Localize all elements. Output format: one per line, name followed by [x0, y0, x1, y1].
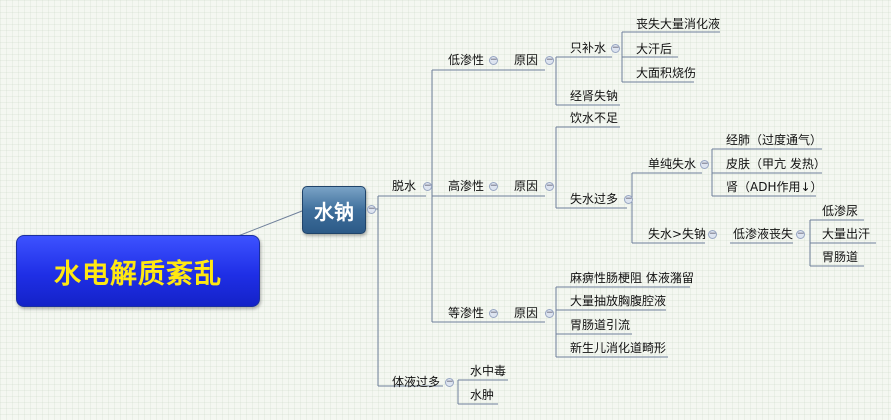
node-gi-drain[interactable]: 胃肠道引流 — [570, 318, 631, 332]
collapse-isotonic-icon[interactable] — [489, 309, 498, 318]
node-water-intox[interactable]: 水中毒 — [470, 364, 507, 378]
node-sweat[interactable]: 大汗后 — [636, 42, 673, 56]
node-iso-cause[interactable]: 原因 — [514, 306, 539, 320]
collapse-hypo-fluid-loss-icon[interactable] — [796, 230, 805, 239]
node-drainage[interactable]: 大量抽放胸腹腔液 — [570, 294, 667, 308]
node-fluid-excess[interactable]: 体液过多 — [392, 375, 441, 389]
node-kidney[interactable]: 肾（ADH作用↓） — [726, 180, 823, 194]
node-hypertonic[interactable]: 高渗性 — [448, 179, 485, 193]
node-hypo-cause[interactable]: 原因 — [514, 53, 539, 67]
collapse-excess-loss-icon[interactable] — [624, 195, 633, 204]
collapse-hypotonic-icon[interactable] — [489, 56, 498, 65]
collapse-water-gt-sodium-icon[interactable] — [708, 230, 717, 239]
collapse-iso-cause-icon[interactable] — [545, 309, 554, 318]
node-dehydration[interactable]: 脱水 — [392, 179, 417, 193]
node-newborn[interactable]: 新生儿消化道畸形 — [570, 341, 667, 355]
collapse-main-icon[interactable] — [367, 205, 376, 214]
node-burn[interactable]: 大面积烧伤 — [636, 66, 697, 80]
node-sweating[interactable]: 大量出汗 — [822, 227, 871, 241]
main-topic[interactable]: 水钠 — [302, 186, 366, 234]
node-insufficient[interactable]: 饮水不足 — [570, 111, 619, 125]
node-lose-digestive[interactable]: 丧失大量消化液 — [636, 17, 721, 31]
node-only-water[interactable]: 只补水 — [570, 41, 607, 55]
collapse-dehydration-icon[interactable] — [423, 182, 432, 191]
node-edema[interactable]: 水肿 — [470, 388, 495, 402]
collapse-fluid-excess-icon[interactable] — [445, 378, 454, 387]
node-isotonic[interactable]: 等渗性 — [448, 306, 485, 320]
collapse-hyper-cause-icon[interactable] — [545, 182, 554, 191]
collapse-only-water-icon[interactable] — [611, 44, 620, 53]
node-renal-sodium[interactable]: 经肾失钠 — [570, 89, 619, 103]
collapse-hypertonic-icon[interactable] — [489, 182, 498, 191]
node-hypo-urine[interactable]: 低渗尿 — [822, 204, 859, 218]
node-hypotonic[interactable]: 低渗性 — [448, 53, 485, 67]
node-lung[interactable]: 经肺（过度通气） — [726, 133, 823, 147]
collapse-hypo-cause-icon[interactable] — [545, 56, 554, 65]
node-hypo-fluid-loss[interactable]: 低渗液丧失 — [733, 227, 794, 241]
root-topic[interactable]: 水电解质紊乱 — [16, 235, 260, 307]
node-pure-water-loss[interactable]: 单纯失水 — [648, 157, 697, 171]
node-skin[interactable]: 皮肤（甲亢 发热） — [726, 157, 826, 171]
node-gi-tract[interactable]: 胃肠道 — [822, 250, 859, 264]
collapse-pure-water-loss-icon[interactable] — [700, 160, 709, 169]
node-ileus[interactable]: 麻痹性肠梗阻 体液潴留 — [570, 271, 694, 285]
node-excess-loss[interactable]: 失水过多 — [570, 192, 619, 206]
node-hyper-cause[interactable]: 原因 — [514, 179, 539, 193]
node-water-gt-sodium[interactable]: 失水>失钠 — [648, 227, 707, 241]
